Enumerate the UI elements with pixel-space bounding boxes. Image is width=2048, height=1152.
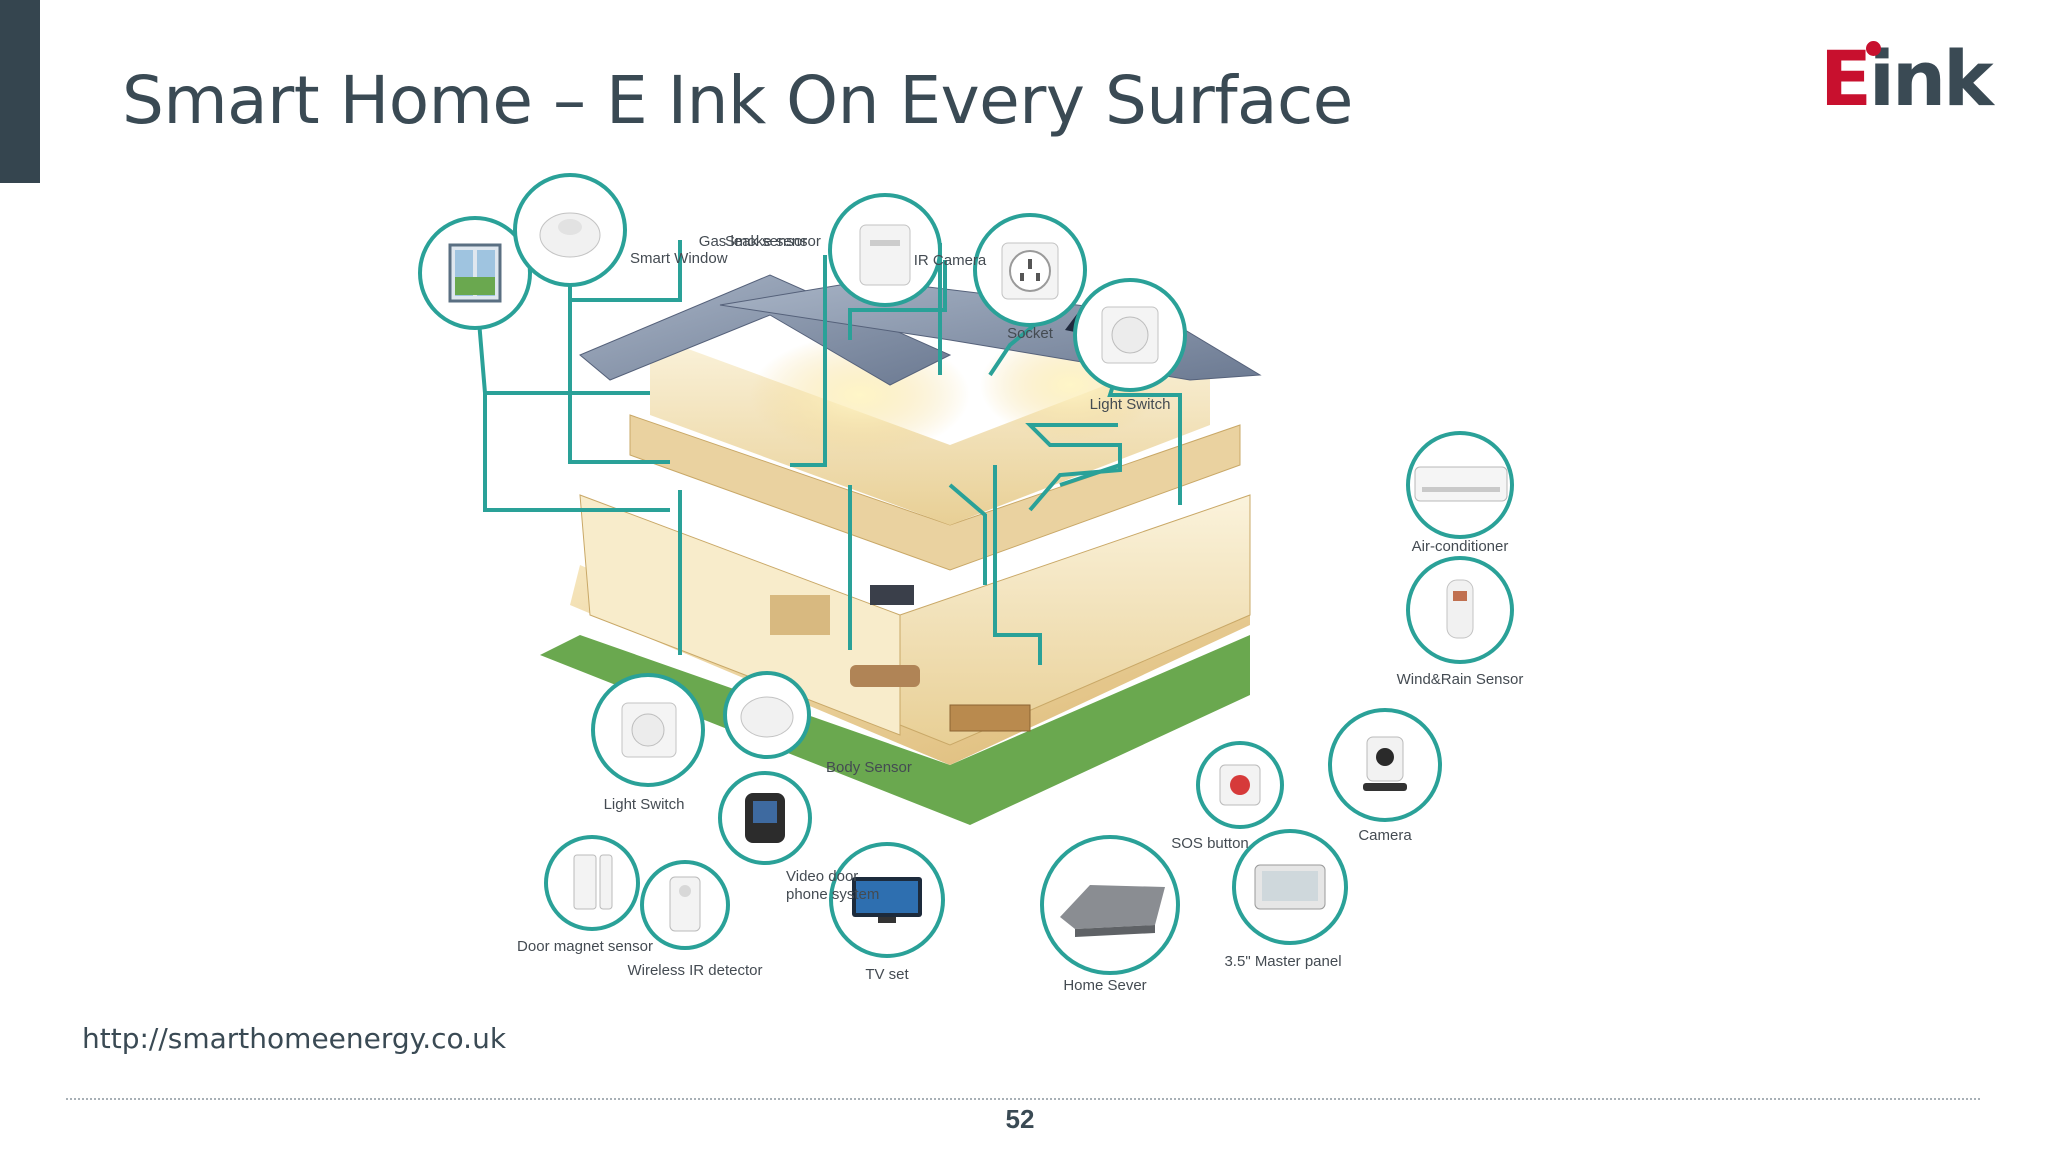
label-smoke-sensor: Smoke sensor — [725, 233, 821, 250]
device-door-magnet-sensor — [544, 835, 640, 931]
device-light-switch-bottom — [591, 673, 705, 787]
label-light-switch-top: Light Switch — [1090, 396, 1171, 413]
lawn — [540, 635, 1250, 825]
label-air-conditioner: Air-conditioner — [1412, 538, 1509, 555]
label-gas-leak-sensor: Gas leak sensor — [699, 233, 807, 250]
footer-divider — [66, 1098, 1980, 1100]
device-body-sensor — [723, 671, 811, 759]
label-video-door-phone-1: Video door — [786, 868, 858, 885]
device-tv-set — [829, 842, 945, 958]
tv-unit — [870, 585, 914, 605]
label-sos-button: SOS button — [1171, 835, 1249, 852]
logo-text: Eink — [1820, 34, 1994, 123]
device-camera — [1328, 708, 1442, 822]
source-url: http://smarthomeenergy.co.uk — [82, 1022, 507, 1055]
device-sos-button — [1196, 741, 1284, 829]
label-door-magnet-sensor: Door magnet sensor — [517, 938, 653, 955]
label-body-sensor: Body Sensor — [826, 759, 912, 776]
device-smoke-sensor — [828, 193, 942, 307]
label-camera: Camera — [1358, 827, 1412, 844]
side-accent-bar — [0, 0, 40, 183]
sofa — [850, 665, 920, 687]
device-home-server — [1040, 835, 1180, 975]
device-socket — [973, 213, 1087, 327]
label-smart-window: Smart Window — [630, 250, 728, 267]
roof-left — [579, 274, 952, 386]
label-ir-camera: IR Camera — [914, 252, 987, 269]
device-labels: Smart Window Gas leak sensor Smoke senso… — [517, 233, 1523, 994]
slide-title: Smart Home – E Ink On Every Surface — [122, 62, 1353, 139]
device-wireless-ir-detector — [640, 860, 730, 950]
device-smart-window — [418, 216, 532, 330]
logo-dot — [1866, 41, 1881, 56]
label-wireless-ir-detector: Wireless IR detector — [627, 962, 762, 979]
label-tv-set: TV set — [865, 966, 909, 983]
device-air-conditioner — [1406, 431, 1514, 539]
page-number: 52 — [1005, 1104, 1035, 1134]
connection-lines — [473, 240, 1182, 665]
label-video-door-phone-2: phone system — [786, 886, 879, 903]
rug — [949, 704, 1031, 732]
label-light-switch-bottom: Light Switch — [604, 796, 685, 813]
label-wind-rain-sensor: Wind&Rain Sensor — [1397, 671, 1524, 688]
eink-logo: Eink — [1820, 38, 1994, 120]
stair — [770, 595, 830, 635]
label-socket: Socket — [1007, 325, 1054, 342]
front-wall — [899, 494, 1251, 746]
left-wall-lower — [579, 494, 901, 736]
smart-home-diagram: Smart Window Gas leak sensor Smoke senso… — [418, 173, 1523, 994]
device-gas-leak-sensor — [513, 173, 627, 287]
upper-room — [650, 335, 1210, 525]
label-home-server: Home Sever — [1063, 977, 1146, 994]
label-master-panel: 3.5" Master panel — [1224, 953, 1341, 970]
device-master-panel — [1232, 829, 1348, 945]
device-wind-rain-sensor — [1406, 556, 1514, 664]
device-video-door-phone — [718, 771, 812, 865]
device-light-switch-top — [1073, 278, 1187, 392]
